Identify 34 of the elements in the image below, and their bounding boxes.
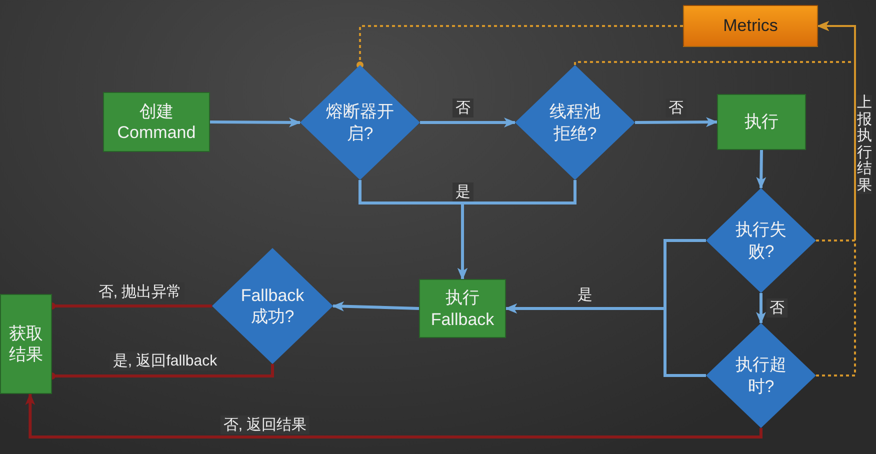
node-label: 线程池拒绝? bbox=[548, 101, 602, 144]
process-box bbox=[419, 279, 506, 338]
decision-diamond bbox=[706, 188, 816, 293]
decision-diamond bbox=[706, 323, 816, 428]
arrow bbox=[25, 393, 762, 438]
metrics-box bbox=[683, 5, 818, 47]
node-label: 创建 Command bbox=[116, 100, 197, 144]
node-label: 执行失败? bbox=[734, 219, 788, 262]
edge-label: 否 bbox=[766, 298, 788, 318]
process-box bbox=[717, 94, 806, 150]
node-label: 执行 Fallback bbox=[430, 287, 496, 330]
decision-diamond bbox=[515, 65, 635, 180]
node-label: 获取结果 bbox=[8, 322, 44, 366]
arrow bbox=[634, 117, 718, 128]
node-label: 执行超时? bbox=[734, 354, 788, 397]
arrow bbox=[332, 301, 420, 312]
arrow bbox=[420, 118, 516, 128]
side-label: 上报执行结果 bbox=[857, 95, 872, 194]
edge-label: 否, 返回结果 bbox=[220, 416, 310, 434]
arrow bbox=[756, 293, 766, 324]
edge-label: 否 bbox=[452, 98, 474, 118]
arrow bbox=[756, 150, 766, 189]
edge-label: 是, 返回fallback bbox=[110, 352, 220, 370]
process-box bbox=[0, 294, 52, 394]
process-box bbox=[103, 92, 210, 152]
node-label: Metrics bbox=[723, 15, 778, 37]
arrow bbox=[210, 117, 301, 128]
decision-diamond bbox=[300, 65, 420, 180]
node-label: 熔断器开启? bbox=[325, 101, 395, 144]
edge-label: 否 bbox=[666, 98, 686, 118]
node-label: Fallback 成功? bbox=[240, 284, 306, 328]
dotted-arrow bbox=[816, 21, 856, 376]
edge-label: 是 bbox=[452, 182, 474, 202]
node-label: 执行 bbox=[744, 111, 778, 133]
